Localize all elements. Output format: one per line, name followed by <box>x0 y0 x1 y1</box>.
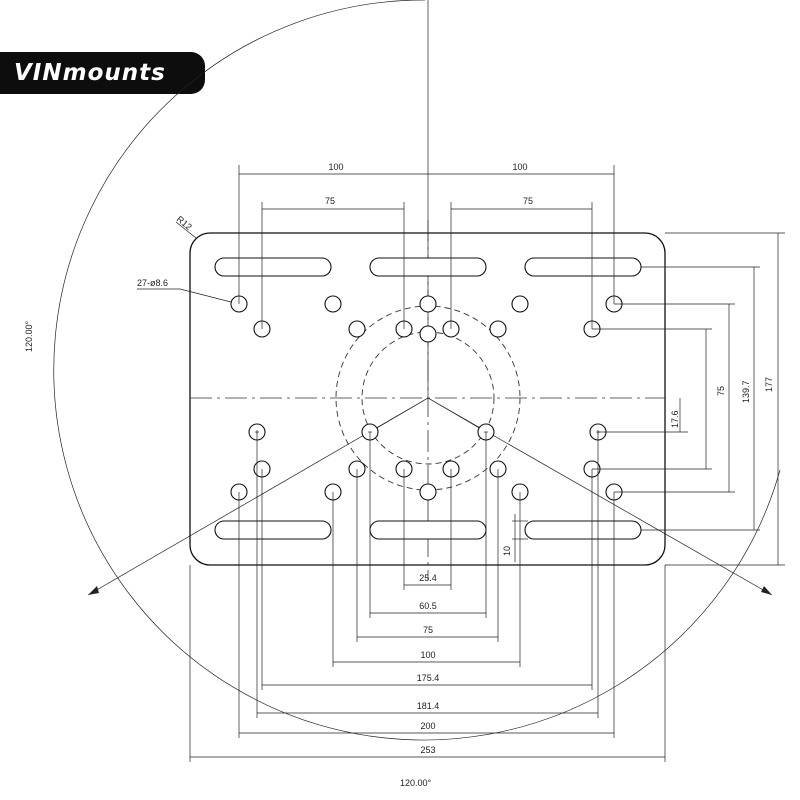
dim-top-75-right: 75 <box>523 196 533 206</box>
angle-left-label: 120.00° <box>24 320 34 352</box>
dim-bottom-181-4: 181.4 <box>417 701 440 711</box>
slot <box>214 257 332 277</box>
dim-right-75: 75 <box>716 386 726 396</box>
dim-right-139-7: 139.7 <box>741 380 751 403</box>
arrowhead-left <box>88 586 99 595</box>
dim-bottom-175-4: 175.4 <box>417 673 440 683</box>
slot <box>524 257 642 277</box>
construction-line-right <box>427 397 487 433</box>
arrowhead-right <box>761 586 772 595</box>
dim-right-17-6: 17.6 <box>670 410 680 428</box>
angle-bottom-label: 120.00° <box>400 778 432 788</box>
dim-slot-10: 10 <box>502 546 512 556</box>
slot <box>369 257 487 277</box>
hole <box>419 325 437 343</box>
dim-top-75-left: 75 <box>325 196 335 206</box>
dim-right-177: 177 <box>764 377 774 392</box>
dim-bottom-200: 200 <box>420 721 435 731</box>
vinmounts-logo: VINmounts <box>0 52 205 94</box>
hole <box>511 295 529 313</box>
hole <box>489 320 507 338</box>
dim-bottom-75: 75 <box>423 625 433 635</box>
hole <box>324 295 342 313</box>
dim-bottom-253: 253 <box>420 745 435 755</box>
slot <box>369 520 487 540</box>
dim-top-100-right: 100 <box>512 162 527 172</box>
plate-outline <box>189 232 666 566</box>
slot <box>214 520 332 540</box>
angle-arc <box>53 0 781 741</box>
dim-bottom-100: 100 <box>420 650 435 660</box>
bottom-dimensions: 25.4 60.5 75 100 175.4 181.4 200 253 <box>189 432 666 762</box>
hole <box>348 320 366 338</box>
hole <box>419 295 437 313</box>
dim-bottom-25-4: 25.4 <box>419 573 437 583</box>
slots <box>214 257 642 540</box>
hole <box>419 483 437 501</box>
dim-top-100-left: 100 <box>328 162 343 172</box>
top-dimensions: 100 100 75 75 <box>238 162 615 329</box>
slot <box>524 520 642 540</box>
holes <box>230 295 623 501</box>
hole-callout-label: 27-ø8.6 <box>137 278 168 288</box>
construction-line-left <box>369 397 429 433</box>
right-dimensions: 177 139.7 75 17.6 <box>592 232 785 566</box>
dim-bottom-60-5: 60.5 <box>419 601 437 611</box>
